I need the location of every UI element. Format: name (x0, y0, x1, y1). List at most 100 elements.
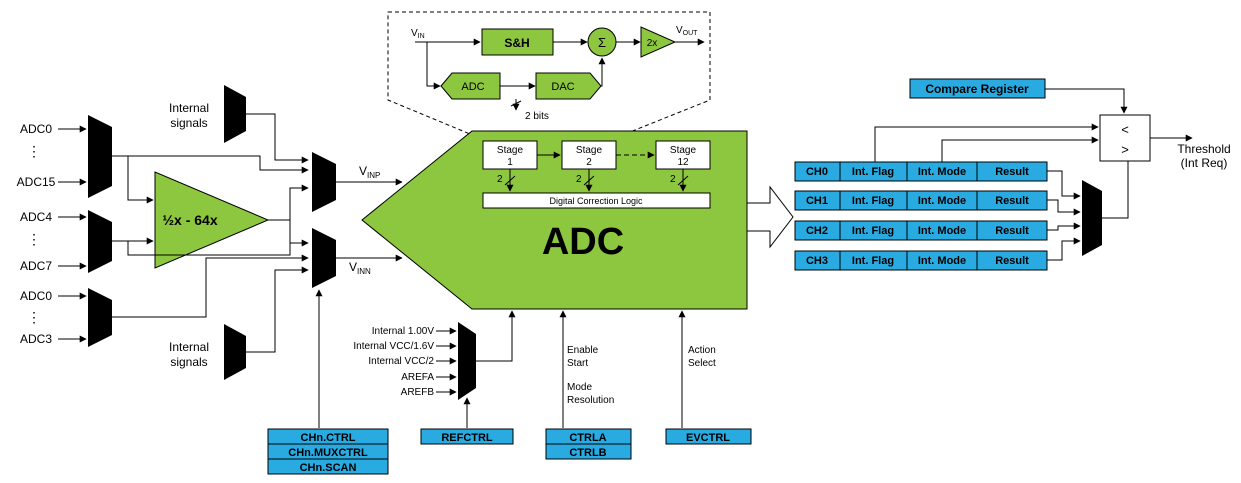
ch2-mode: Int. Mode (918, 225, 966, 237)
ch3-flag: Int. Flag (852, 255, 894, 267)
input-label-adc0-bottom: ADC0 (20, 289, 52, 303)
result-mux-wiring (1047, 170, 1081, 261)
gain-label: ½x - 64x (162, 212, 217, 228)
ref-input-arefb: AREFB (401, 387, 435, 398)
register-chn-scan (267, 458, 389, 475)
internal-signals-top-label: Internal signals (169, 101, 209, 130)
channel-rows: CH0 Int. Flag Int. Mode Result CH1 Int. … (794, 161, 1048, 271)
register-ctrla-label: CTRLA (569, 432, 606, 444)
input-mux-1 (88, 115, 112, 198)
adc-core (361, 130, 748, 310)
input-ellipsis-1: ⋮ (27, 143, 41, 159)
input-ellipsis-3: ⋮ (27, 309, 41, 325)
channel-row-ch0: CH0 Int. Flag Int. Mode Result (794, 161, 1048, 182)
stage-12-label: Stage (670, 145, 697, 156)
register-chn-scan-label: CHn.SCAN (300, 462, 357, 474)
threshold-label: Threshold (1177, 142, 1230, 156)
ch2-flag: Int. Flag (852, 225, 894, 237)
comparator-greater-than: > (1121, 142, 1129, 157)
ch3-result: Result (995, 255, 1029, 267)
detail-vout-label: VOUT (676, 25, 698, 37)
register-chn-muxctrl-label: CHn.MUXCTRL (288, 447, 368, 459)
adc-core-title: ADC (542, 221, 624, 263)
ref-input-arefa: AREFA (401, 372, 434, 383)
register-compare-label: Compare Register (925, 82, 1029, 96)
detail-bits-label: 2 bits (525, 111, 549, 122)
vinn-label: VINN (349, 260, 371, 276)
ctrl-registers: CTRLA CTRLB (545, 428, 632, 460)
channel-row-ch1: CH1 Int. Flag Int. Mode Result (794, 190, 1048, 211)
int-flag-to-comparator (874, 123, 1099, 162)
stage-chain: Stage 1 Stage 2 Stage 12 2 2 2 Digital C… (482, 140, 711, 209)
ch3-name: CH3 (806, 255, 828, 267)
negative-input-mux (312, 228, 336, 288)
detail-dac-block (535, 72, 602, 100)
internal-signals-bottom-label: Internal signals (169, 340, 209, 369)
ref-input-vcc16: Internal VCC/1.6V (353, 341, 434, 352)
reference-wire (476, 310, 516, 362)
detail-vin-label: VIN (411, 28, 425, 40)
stage-2-label: Stage (576, 145, 603, 156)
ch2-name: CH2 (806, 225, 828, 237)
ref-input-1v: Internal 1.00V (372, 326, 435, 337)
vinp-label: VINP (359, 164, 380, 180)
stage-1-label: Stage (497, 145, 524, 156)
compare-wire (1045, 88, 1128, 114)
ch1-name: CH1 (806, 195, 828, 207)
register-evctrl-label: EVCTRL (686, 432, 730, 444)
stage-12-bus-width: 2 (670, 174, 676, 185)
ch0-name: CH0 (806, 166, 828, 178)
digital-correction-box (482, 192, 711, 209)
ch1-flag: Int. Flag (852, 195, 894, 207)
register-refctrl (420, 428, 514, 445)
input-label-adc3: ADC3 (20, 332, 52, 346)
pipeline-stage-detail: VIN S&H Σ 2x VOUT ADC DAC 2 bits (387, 11, 711, 135)
register-evctrl (665, 428, 752, 445)
ch1-mode: Int. Mode (918, 195, 966, 207)
comparator (1099, 114, 1151, 162)
stage-1-number: 1 (507, 157, 513, 168)
summing-label: Σ (598, 35, 606, 50)
result-mux (1082, 180, 1102, 256)
sample-hold-label: S&H (504, 36, 529, 50)
input-group-2: ADC4 ⋮ ADC7 (20, 210, 52, 273)
detail-adc-label: ADC (461, 81, 484, 93)
ch0-mode: Int. Mode (918, 166, 966, 178)
register-ctrlb-label: CTRLB (569, 447, 606, 459)
int-mode-to-comparator (941, 136, 1099, 162)
reference-mux (458, 322, 476, 400)
label-start: Start (567, 358, 588, 369)
input-label-adc15: ADC15 (17, 175, 56, 189)
input-group-1: ADC0 ⋮ ADC15 (17, 122, 56, 189)
sample-hold-block (481, 28, 554, 56)
input-group-3: ADC0 ⋮ ADC3 (20, 289, 52, 346)
stage-2-bus-width: 2 (576, 174, 582, 185)
input-label-adc7: ADC7 (20, 259, 52, 273)
stage-1-bus-width: 2 (497, 174, 503, 185)
input-arrows (58, 125, 87, 343)
threshold-int-req-label: (Int Req) (1181, 156, 1228, 170)
ref-input-vcc2: Internal VCC/2 (368, 356, 434, 367)
ch1-result: Result (995, 195, 1029, 207)
reference-inputs: Internal 1.00V Internal VCC/1.6V Interna… (353, 326, 457, 398)
label-select: Select (688, 358, 716, 369)
ch0-flag: Int. Flag (852, 166, 894, 178)
internal-signals-top-line1: Internal (169, 101, 209, 115)
digital-correction-label: Digital Correction Logic (549, 196, 643, 206)
stage-2-number: 2 (586, 157, 592, 168)
positive-input-mux (312, 152, 336, 212)
input-mux-3 (88, 288, 112, 347)
input-label-adc4: ADC4 (20, 210, 52, 224)
input-ellipsis-2: ⋮ (27, 231, 41, 247)
control-labels: Enable Start Mode Resolution Action Sele… (567, 345, 716, 406)
internal-signals-bottom-line1: Internal (169, 340, 209, 354)
gain-2x-block (640, 26, 677, 58)
chn-registers: CHn.CTRL CHn.MUXCTRL CHn.SCAN (267, 428, 389, 475)
gain-2x-label: 2x (647, 38, 658, 49)
internal-signals-mux-top (224, 85, 246, 143)
internal-signals-top-line2: signals (170, 116, 207, 130)
input-label-adc0-top: ADC0 (20, 122, 52, 136)
channel-row-ch2: CH2 Int. Flag Int. Mode Result (794, 220, 1048, 241)
label-mode: Mode (567, 382, 592, 393)
ch0-result: Result (995, 166, 1029, 178)
